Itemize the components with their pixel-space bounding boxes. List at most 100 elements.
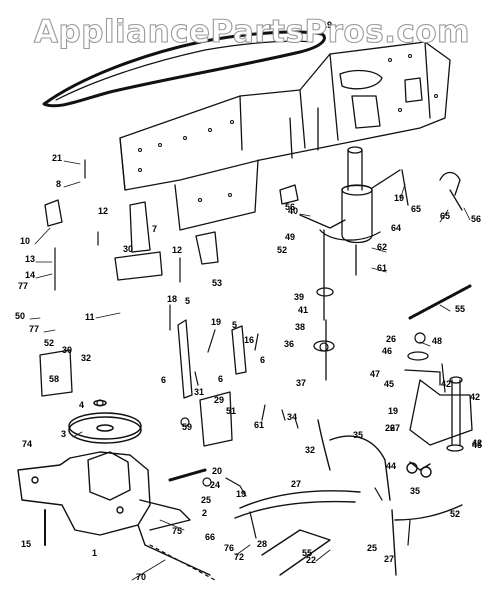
callout-label: 5	[232, 320, 237, 330]
callout-label: 10	[20, 236, 30, 246]
callout-label: 62	[377, 242, 387, 252]
callout-label: 15	[21, 539, 31, 549]
callout-label: 19	[211, 317, 221, 327]
callout-label: 2	[202, 508, 207, 518]
shift-linkage	[39, 184, 346, 447]
callout-label: 19	[322, 20, 332, 30]
callout-label: 25	[201, 495, 211, 505]
callout-label: 32	[81, 353, 91, 363]
callout-label: 53	[212, 278, 222, 288]
center-shaft-assembly	[313, 146, 381, 381]
callout-label: 39	[294, 292, 304, 302]
transaxle	[17, 451, 211, 576]
callout-label: 21	[52, 153, 62, 163]
callout-label: 44	[386, 461, 396, 471]
callout-label: 19	[236, 489, 246, 499]
callout-label: 36	[284, 339, 294, 349]
leader-lines	[29, 160, 471, 581]
callout-label: 66	[205, 532, 215, 542]
callout-label: 37	[296, 378, 306, 388]
callout-label: 30	[123, 244, 133, 254]
callout-label: 49	[285, 232, 295, 242]
callout-label: 35	[410, 486, 420, 496]
callout-label: 1	[92, 548, 97, 558]
callout-label: 76	[224, 543, 234, 553]
callout-label: 70	[136, 572, 146, 582]
callout-label: 35	[353, 430, 363, 440]
hardware	[54, 159, 446, 581]
callout-label: 38	[295, 322, 305, 332]
callout-label: 31	[194, 387, 204, 397]
callout-label: 8	[56, 179, 61, 189]
drive-rods	[234, 419, 463, 576]
callout-label: 59	[182, 422, 192, 432]
callout-label: 55	[302, 548, 312, 558]
callout-label: 12	[98, 206, 108, 216]
callout-label: 34	[287, 412, 297, 422]
callout-label: 58	[49, 374, 59, 384]
callout-label: 65	[411, 204, 421, 214]
callout-label: 19	[388, 406, 398, 416]
callout-label: 77	[18, 281, 28, 291]
callout-label: 50	[15, 311, 25, 321]
callout-label: 72	[234, 552, 244, 562]
callout-label: 5	[185, 296, 190, 306]
transmission-pulley	[68, 399, 142, 444]
callout-labels: 1 2 3 4 5 5 6 6 6 7 8 10 11 12 12 13 14 …	[15, 20, 482, 582]
callout-label: 30	[62, 345, 72, 355]
callout-label: 32	[305, 445, 315, 455]
main-frame	[119, 41, 451, 231]
callout-label: 65	[440, 211, 450, 221]
callout-label: 47	[370, 369, 380, 379]
callout-label: 74	[22, 439, 32, 449]
callout-label: 56	[471, 214, 481, 224]
callout-label: 56	[285, 202, 295, 212]
callout-label: 51	[226, 406, 236, 416]
callout-label: 26	[386, 334, 396, 344]
callout-label: 13	[25, 254, 35, 264]
callout-label: 52	[277, 245, 287, 255]
callout-label: 7	[152, 224, 157, 234]
callout-label: 52	[450, 509, 460, 519]
callout-label: 18	[167, 294, 177, 304]
callout-label: 45	[472, 440, 482, 450]
callout-label: 61	[377, 263, 387, 273]
callout-label: 20	[212, 466, 222, 476]
callout-label: 19	[394, 193, 404, 203]
callout-label: 22	[306, 555, 316, 565]
callout-label: 4	[79, 400, 84, 410]
callout-label: 3	[61, 429, 66, 439]
callout-label: 61	[254, 420, 264, 430]
spring	[408, 284, 472, 320]
callout-label: 64	[391, 223, 401, 233]
callout-label: 42	[441, 379, 451, 389]
callout-label: 75	[172, 526, 182, 536]
callout-label: 27	[384, 554, 394, 564]
callout-label: 26	[385, 423, 395, 433]
frame-holes	[138, 54, 438, 202]
callout-label: 11	[85, 312, 95, 322]
callout-label: 6	[218, 374, 223, 384]
callout-label: 6	[161, 375, 166, 385]
callout-label: 52	[44, 338, 54, 348]
callout-label: 46	[382, 346, 392, 356]
callout-label: 28	[257, 539, 267, 549]
callout-label: 12	[172, 245, 182, 255]
brake-linkage	[371, 169, 473, 452]
callout-label: 25	[367, 543, 377, 553]
callout-label: 29	[214, 395, 224, 405]
callout-label: 27	[390, 423, 400, 433]
callout-label: 14	[25, 270, 35, 280]
callout-label: 27	[291, 479, 301, 489]
callout-label: 16	[244, 335, 254, 345]
callout-label: 45	[384, 379, 394, 389]
callout-label: 41	[298, 305, 308, 315]
callout-label: 55	[455, 304, 465, 314]
callout-label: 77	[29, 324, 39, 334]
callout-label: 40	[288, 206, 298, 216]
callout-label: 24	[210, 480, 220, 490]
callout-label: 42	[470, 392, 480, 402]
callout-label: 42	[472, 438, 482, 448]
